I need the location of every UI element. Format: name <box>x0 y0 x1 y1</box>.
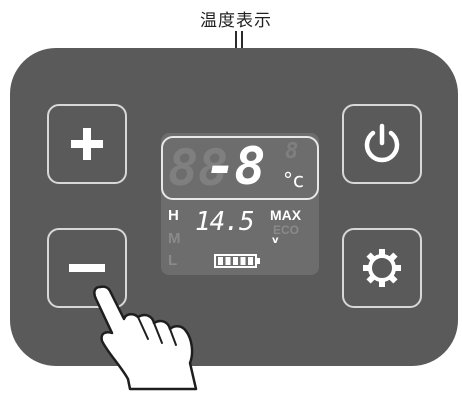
settings-button[interactable] <box>342 228 422 308</box>
unlit-segment-digit: 8 <box>285 139 299 164</box>
mode-low-label: L <box>168 252 178 269</box>
plus-button[interactable] <box>47 104 127 184</box>
plus-icon <box>71 128 103 160</box>
power-button[interactable] <box>342 104 422 184</box>
temperature-frame <box>161 136 319 200</box>
voltage-value: 14.5 <box>195 207 255 237</box>
max-label: MAX <box>270 207 302 223</box>
temperature-value: -8 <box>205 137 266 197</box>
minus-button[interactable] <box>47 228 127 308</box>
mode-medium-label: M <box>168 230 181 247</box>
battery-bar <box>225 257 231 265</box>
unlit-segment-digit: 8 <box>168 139 199 197</box>
voltage-unit: v <box>272 235 279 246</box>
battery-icon <box>214 254 260 268</box>
callout-label: 温度表示 <box>200 11 272 31</box>
gear-icon <box>363 249 401 287</box>
pointing-hand-icon <box>93 285 198 391</box>
eco-label: ECO <box>273 223 300 237</box>
battery-bar <box>233 257 238 265</box>
battery-bar <box>218 257 223 265</box>
power-icon <box>364 123 400 163</box>
temperature-unit: °c <box>283 168 304 192</box>
battery-bar <box>248 257 253 265</box>
battery-bar <box>240 257 246 265</box>
minus-icon <box>69 264 105 272</box>
mode-high-label: H <box>168 207 179 224</box>
unlit-segment-digit: 8 <box>198 139 229 197</box>
lcd-display <box>161 133 319 275</box>
